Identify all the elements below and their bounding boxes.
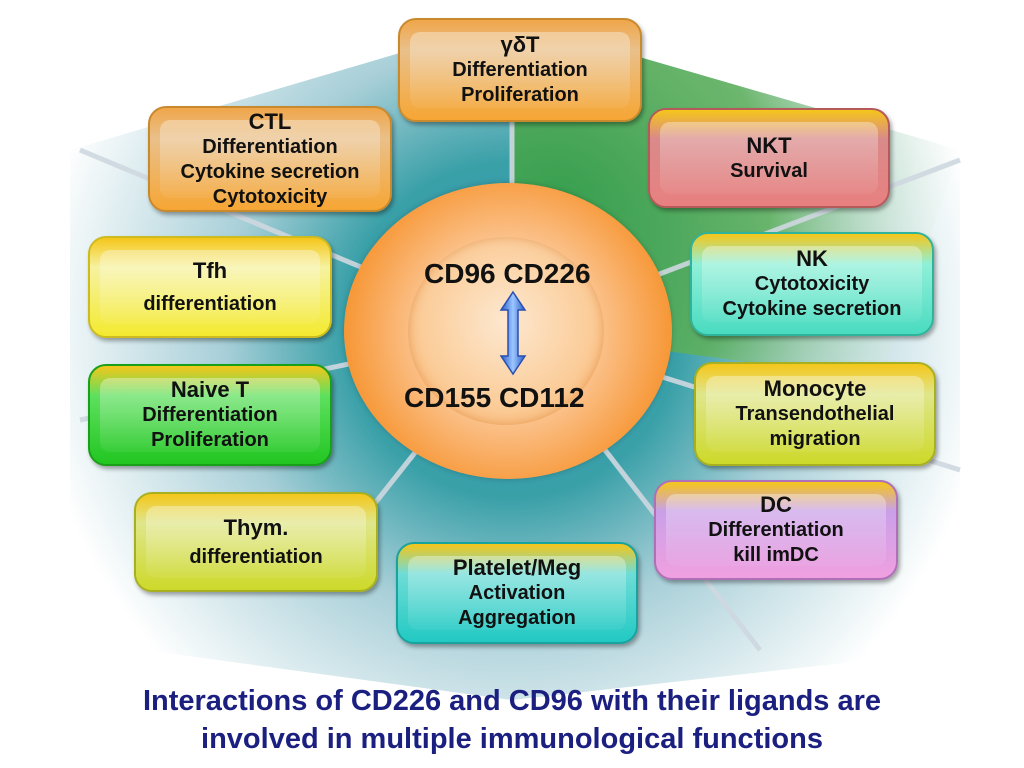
box-naive-t-line: Differentiation bbox=[142, 404, 278, 426]
receptor-label: CD96 CD226 bbox=[424, 258, 591, 289]
box-nk-title: NK bbox=[796, 246, 828, 271]
caption-line: involved in multiple immunological funct… bbox=[201, 723, 823, 755]
box-tfh-title: Tfh bbox=[192, 257, 228, 283]
box-thym: Thym. differentiation bbox=[134, 492, 378, 592]
box-ctl-line: Cytotoxicity bbox=[212, 185, 328, 208]
box-thym-line: differentiation bbox=[189, 545, 323, 568]
box-gdt-line: Proliferation bbox=[461, 84, 579, 106]
box-gdt: γδT Differentiation Proliferation bbox=[398, 18, 642, 122]
box-gdt-title: γδT bbox=[500, 32, 540, 57]
box-platelet: Platelet/Meg Activation Aggregation bbox=[396, 542, 638, 644]
box-ctl-line: Cytokine secretion bbox=[180, 160, 360, 183]
box-gdt-line: Differentiation bbox=[452, 59, 588, 81]
box-platelet-line: Activation bbox=[468, 582, 566, 604]
box-nk-line: Cytokine secretion bbox=[722, 298, 902, 320]
box-platelet-title: Platelet/Meg bbox=[452, 555, 582, 580]
box-platelet-line: Aggregation bbox=[458, 607, 576, 629]
slide-caption: Interactions of CD226 and CD96 with thei… bbox=[40, 682, 984, 758]
box-dc-line: kill imDC bbox=[733, 544, 819, 566]
box-dc-title: DC bbox=[760, 492, 792, 517]
box-naive-t-line: Proliferation bbox=[151, 429, 269, 451]
box-monocyte-title: Monocyte bbox=[763, 376, 867, 401]
box-nkt: NKT Survival bbox=[648, 108, 890, 208]
box-ctl: CTL Differentiation Cytokine secretion C… bbox=[148, 106, 392, 212]
box-ctl-title: CTL bbox=[248, 108, 292, 134]
box-naive-t-title: Naive T bbox=[170, 377, 250, 402]
box-nkt-title: NKT bbox=[746, 132, 792, 158]
box-monocyte-line: migration bbox=[769, 428, 861, 450]
box-monocyte: Monocyte Transendothelial migration bbox=[694, 362, 936, 466]
box-dc-line: Differentiation bbox=[708, 519, 844, 541]
box-ctl-line: Differentiation bbox=[202, 135, 338, 158]
central-ring-inner bbox=[408, 237, 604, 425]
box-nk: NK Cytotoxicity Cytokine secretion bbox=[690, 232, 934, 336]
caption-line: Interactions of CD226 and CD96 with thei… bbox=[142, 685, 882, 717]
box-dc: DC Differentiation kill imDC bbox=[654, 480, 898, 580]
box-nkt-line: Survival bbox=[730, 159, 808, 182]
ligand-label: CD155 CD112 bbox=[404, 382, 585, 413]
box-nk-line: Cytotoxicity bbox=[754, 273, 870, 295]
double-arrow-icon bbox=[499, 290, 527, 376]
box-monocyte-line: Transendothelial bbox=[735, 403, 895, 425]
box-tfh: Tfh differentiation bbox=[88, 236, 332, 338]
box-tfh-line: differentiation bbox=[143, 292, 277, 315]
box-naive-t: Naive T Differentiation Proliferation bbox=[88, 364, 332, 466]
box-thym-title: Thym. bbox=[223, 514, 289, 540]
